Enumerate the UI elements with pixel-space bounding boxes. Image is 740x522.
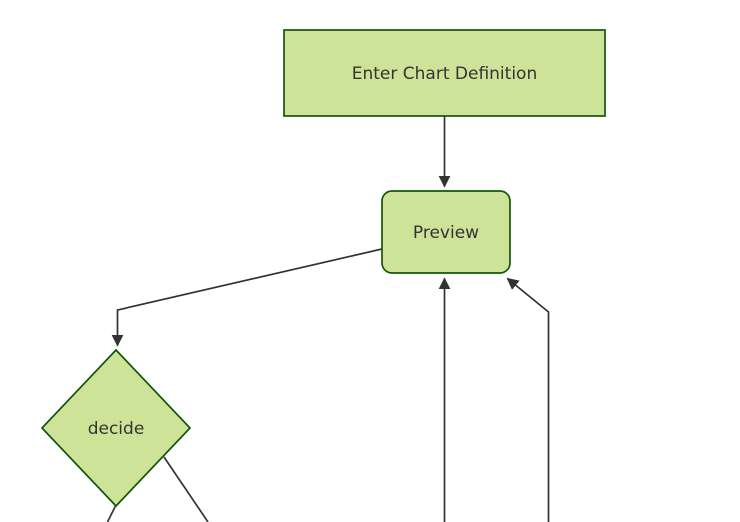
preview-label: Preview <box>413 223 479 243</box>
edge-decide-to-offscreen-right <box>163 456 209 522</box>
preview-rect <box>381 190 511 274</box>
edge-bottom-right-to-preview <box>506 277 550 522</box>
node-enter-chart-definition: Enter Chart Definition <box>283 29 606 117</box>
edge-decide-to-offscreen-left <box>106 503 118 522</box>
edge-preview-to-decide <box>111 248 383 347</box>
enter-chart-definition-rect <box>283 29 606 117</box>
decide-label: decide <box>88 419 145 439</box>
enter-chart-definition-label: Enter Chart Definition <box>352 64 537 84</box>
node-preview: Preview <box>381 190 511 274</box>
node-decide: decide <box>40 348 192 508</box>
decide-diamond <box>40 348 192 508</box>
